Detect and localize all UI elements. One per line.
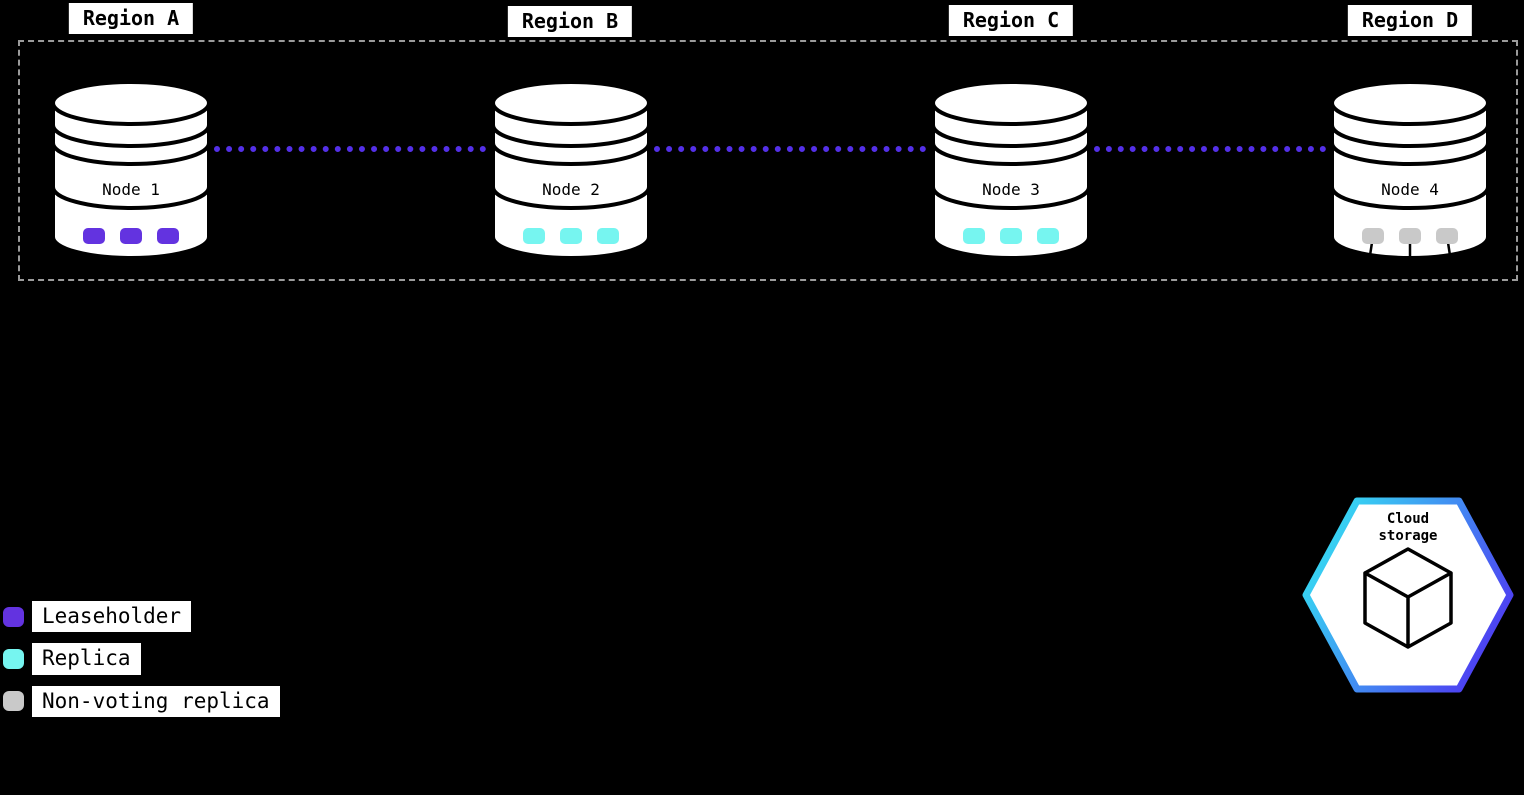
cylinder-band-line [51, 124, 211, 148]
legend-item-leaseholder: Leaseholder [3, 601, 280, 633]
connection-node1-node2 [214, 146, 486, 152]
region-a-label: Region A [68, 3, 194, 34]
node-label: Node 2 [542, 180, 600, 199]
node-3: Node 3 [929, 80, 1093, 262]
legend-label: Replica [32, 643, 141, 675]
cylinder-top [1330, 80, 1490, 126]
database-icon: Node 2 [491, 80, 651, 260]
non-voting-replica-square [1362, 228, 1384, 244]
leaseholder-replica-square [120, 228, 142, 244]
cluster-dashed-border [18, 40, 1518, 281]
node-4: Node 4 [1328, 80, 1492, 263]
database-icon: Node 4 [1330, 80, 1490, 263]
legend-item-replica: Replica [3, 643, 280, 675]
cylinder-band-line [1330, 186, 1490, 210]
non-voting-replica-square [1399, 228, 1421, 244]
legend-item-non-voting-replica: Non-voting replica [3, 685, 280, 717]
cylinder-band-line [1330, 124, 1490, 148]
leaseholder-replica-square [83, 228, 105, 244]
legend-label: Non-voting replica [32, 685, 280, 717]
leaseholder-replica-square [157, 228, 179, 244]
replica-square [963, 228, 985, 244]
cylinder-top [491, 80, 651, 126]
cube-icon [1363, 547, 1453, 649]
cylinder-band-line [931, 142, 1091, 166]
node-label: Node 1 [102, 180, 160, 199]
replica-square [1000, 228, 1022, 244]
node-label: Node 4 [1381, 180, 1439, 199]
region-b-label: Region B [507, 6, 633, 37]
cylinder-band-line [931, 186, 1091, 210]
region-d-label: Region D [1347, 5, 1473, 36]
replica-square [1037, 228, 1059, 244]
cloud-storage-icon: Cloud storage [1302, 497, 1514, 693]
cylinder-band-line [491, 142, 651, 166]
legend-label: Leaseholder [32, 601, 192, 633]
cloud-storage-label-line1: Cloud [1387, 511, 1429, 527]
replica-square [560, 228, 582, 244]
connection-node3-node4 [1094, 146, 1326, 152]
cylinder-band-line [491, 186, 651, 210]
cylinder-band-line [51, 142, 211, 166]
non-voting-replica-swatch [3, 691, 24, 712]
cylinder-band-line [931, 124, 1091, 148]
node-label: Node 3 [982, 180, 1040, 199]
cloud-storage: Cloud storage [1300, 493, 1516, 697]
legend: Leaseholder Replica Non-voting replica [3, 601, 280, 717]
node-1: Node 1 [49, 80, 213, 262]
cylinder-band-line [1330, 142, 1490, 166]
node-2: Node 2 [489, 80, 653, 262]
cylinder-band-line [51, 186, 211, 210]
connection-node2-node3 [654, 146, 926, 152]
replica-square [597, 228, 619, 244]
leaseholder-swatch [3, 606, 24, 627]
non-voting-replica-square [1436, 228, 1458, 244]
database-icon: Node 3 [931, 80, 1091, 260]
cylinder-band-line [491, 124, 651, 148]
region-c-label: Region C [948, 5, 1074, 36]
cloud-storage-label-line2: storage [1378, 528, 1437, 544]
cylinder-top [51, 80, 211, 126]
database-icon: Node 1 [51, 80, 211, 260]
replica-square [523, 228, 545, 244]
cylinder-top [931, 80, 1091, 126]
replica-swatch [3, 648, 24, 669]
